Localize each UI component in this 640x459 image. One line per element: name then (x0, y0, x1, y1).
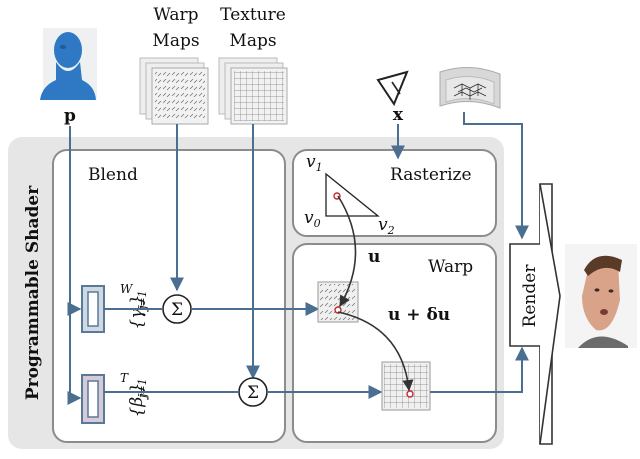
head-model-image (40, 28, 97, 100)
beta-weights-bar (81, 374, 105, 424)
gamma-weights-bar (81, 285, 105, 333)
texture-maps-stack (218, 57, 288, 125)
u-plus-du-label: u + δu (388, 305, 450, 325)
pose-label: p (64, 106, 76, 126)
rasterize-title: Rasterize (390, 165, 472, 185)
svg-text:j=1: j=1 (136, 290, 149, 313)
sum-symbol-texture: Σ (247, 383, 259, 403)
texture-maps-label-line1: Texture (220, 5, 286, 25)
mesh-icon (439, 67, 501, 109)
blend-panel (52, 149, 286, 443)
svg-text:W: W (120, 282, 134, 296)
sum-symbol-warp: Σ (171, 300, 183, 320)
camera-eye-icon (376, 70, 409, 107)
render-label: Render (520, 264, 540, 328)
texture-map-tile (381, 361, 431, 411)
shader-title: Programmable Shader (23, 185, 43, 400)
warp-title: Warp (428, 257, 473, 277)
warp-maps-label-line2: Maps (152, 31, 199, 51)
view-label: x (393, 105, 404, 125)
warp-maps-label-line1: Warp (153, 5, 198, 25)
u-label: u (368, 247, 380, 267)
svg-text:j=1: j=1 (136, 378, 149, 401)
texture-maps-label-line2: Maps (229, 31, 276, 51)
rendered-face-image (565, 244, 637, 348)
svg-text:T: T (120, 371, 129, 385)
blend-title: Blend (88, 165, 138, 185)
warp-maps-stack (139, 57, 209, 125)
